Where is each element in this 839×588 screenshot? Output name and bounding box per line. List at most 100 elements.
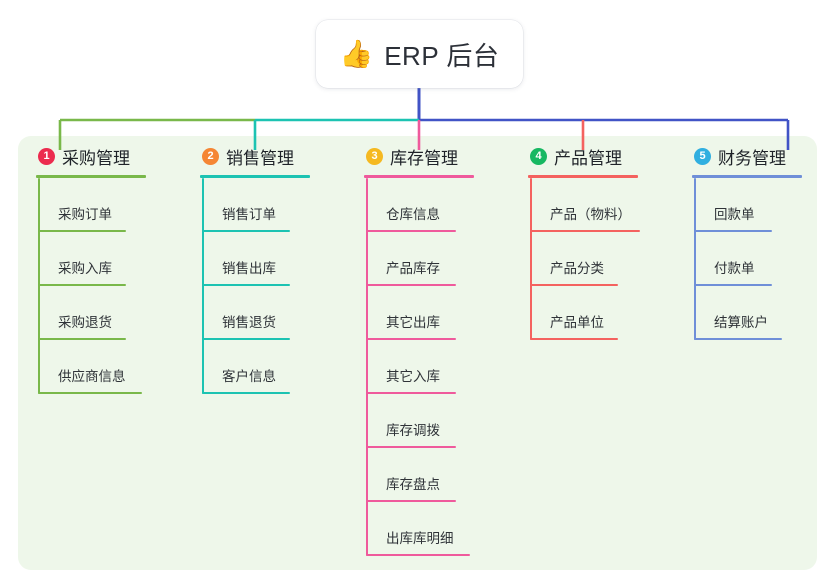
leaf-label: 采购订单 xyxy=(58,207,112,222)
leaf-node[interactable]: 销售出库 xyxy=(202,232,352,286)
branch-column-4: 4 产品管理产品（物料） 产品分类产品单位 xyxy=(528,143,680,340)
branch-spine xyxy=(694,178,696,340)
leaf-node[interactable]: 采购入库 xyxy=(38,232,188,286)
leaf-rule xyxy=(366,392,456,394)
branch-leaf-list: 仓库信息产品库存其它出库其它入库库存调拨库存盘点出库库明细 xyxy=(366,178,516,556)
branch-badge-icon: 2 xyxy=(202,147,219,165)
leaf-label: 出库库明细 xyxy=(386,531,454,546)
leaf-node[interactable]: 其它出库 xyxy=(366,286,516,340)
branch-column-5: 5 财务管理回款单付款单结算账户 xyxy=(692,143,839,340)
leaf-node[interactable]: 库存盘点 xyxy=(366,448,516,502)
leaf-rule xyxy=(530,338,618,340)
branch-header-4[interactable]: 4 产品管理 xyxy=(528,143,680,169)
leaf-node[interactable]: 回款单 xyxy=(694,178,839,232)
branch-header-rule xyxy=(692,175,802,178)
branch-column-2: 2 销售管理销售订单销售出库销售退货客户信息 xyxy=(200,143,352,394)
branch-leaf-list: 采购订单采购入库采购退货供应商信息 xyxy=(38,178,188,394)
leaf-rule xyxy=(202,338,290,340)
leaf-label: 付款单 xyxy=(714,261,755,276)
leaf-label: 其它出库 xyxy=(386,315,440,330)
branch-header-2[interactable]: 2 销售管理 xyxy=(200,143,352,169)
leaf-node[interactable]: 销售订单 xyxy=(202,178,352,232)
leaf-node[interactable]: 产品库存 xyxy=(366,232,516,286)
leaf-label: 销售退货 xyxy=(222,315,276,330)
leaf-rule xyxy=(366,500,456,502)
leaf-rule xyxy=(530,230,640,232)
branch-header-rule xyxy=(364,175,474,178)
leaf-label: 客户信息 xyxy=(222,369,276,384)
leaf-label: 其它入库 xyxy=(386,369,440,384)
leaf-rule xyxy=(38,338,126,340)
leaf-rule xyxy=(202,392,290,394)
branch-title: 产品管理 xyxy=(554,148,622,168)
branch-spine xyxy=(38,178,40,394)
leaf-label: 采购入库 xyxy=(58,261,112,276)
leaf-label: 库存调拨 xyxy=(386,423,440,438)
leaf-label: 库存盘点 xyxy=(386,477,440,492)
leaf-node[interactable]: 客户信息 xyxy=(202,340,352,394)
leaf-node[interactable]: 出库库明细 xyxy=(366,502,516,556)
leaf-rule xyxy=(38,284,126,286)
leaf-rule xyxy=(530,284,618,286)
leaf-label: 产品单位 xyxy=(550,315,604,330)
leaf-node[interactable]: 产品单位 xyxy=(530,286,680,340)
leaf-node[interactable]: 销售退货 xyxy=(202,286,352,340)
branch-badge-icon: 1 xyxy=(38,147,55,165)
leaf-label: 回款单 xyxy=(714,207,755,222)
branch-spine xyxy=(366,178,368,556)
leaf-rule xyxy=(366,554,470,556)
branch-badge-icon: 4 xyxy=(530,147,547,165)
leaf-node[interactable]: 产品（物料） xyxy=(530,178,680,232)
leaf-rule xyxy=(202,284,290,286)
leaf-label: 销售出库 xyxy=(222,261,276,276)
branch-header-3[interactable]: 3 库存管理 xyxy=(364,143,516,169)
leaf-rule xyxy=(38,230,126,232)
leaf-node[interactable]: 其它入库 xyxy=(366,340,516,394)
content-panel xyxy=(18,136,817,570)
branch-title: 财务管理 xyxy=(718,148,786,168)
branch-header-5[interactable]: 5 财务管理 xyxy=(692,143,839,169)
leaf-node[interactable]: 采购退货 xyxy=(38,286,188,340)
leaf-rule xyxy=(694,284,772,286)
branch-header-1[interactable]: 1 采购管理 xyxy=(36,143,188,169)
leaf-label: 供应商信息 xyxy=(58,369,126,384)
leaf-node[interactable]: 结算账户 xyxy=(694,286,839,340)
leaf-node[interactable]: 库存调拨 xyxy=(366,394,516,448)
leaf-rule xyxy=(202,230,290,232)
leaf-rule xyxy=(694,338,782,340)
branch-title: 销售管理 xyxy=(226,148,294,168)
thumbs-up-icon: 👍 xyxy=(339,38,374,69)
branch-header-rule xyxy=(36,175,146,178)
leaf-node[interactable]: 采购订单 xyxy=(38,178,188,232)
leaf-rule xyxy=(366,446,456,448)
branch-title: 库存管理 xyxy=(390,148,458,168)
branch-header-rule xyxy=(200,175,310,178)
branch-spine xyxy=(202,178,204,394)
branch-spine xyxy=(530,178,532,340)
branch-header-rule xyxy=(528,175,638,178)
branch-badge-icon: 5 xyxy=(694,147,711,165)
leaf-label: 产品分类 xyxy=(550,261,604,276)
leaf-label: 销售订单 xyxy=(222,207,276,222)
branch-leaf-list: 产品（物料） 产品分类产品单位 xyxy=(530,178,680,340)
leaf-node[interactable]: 付款单 xyxy=(694,232,839,286)
leaf-rule xyxy=(694,230,772,232)
leaf-node[interactable]: 仓库信息 xyxy=(366,178,516,232)
leaf-label: 仓库信息 xyxy=(386,207,440,222)
branch-leaf-list: 销售订单销售出库销售退货客户信息 xyxy=(202,178,352,394)
branch-title: 采购管理 xyxy=(62,148,130,168)
root-node[interactable]: 👍 ERP 后台 xyxy=(316,20,523,88)
leaf-node[interactable]: 供应商信息 xyxy=(38,340,188,394)
leaf-rule xyxy=(38,392,142,394)
branch-leaf-list: 回款单付款单结算账户 xyxy=(694,178,839,340)
root-title: ERP 后台 xyxy=(384,40,500,71)
leaf-rule xyxy=(366,338,456,340)
leaf-label: 产品（物料） xyxy=(550,207,631,222)
leaf-rule xyxy=(366,284,456,286)
branch-column-3: 3 库存管理仓库信息产品库存其它出库其它入库库存调拨库存盘点出库库明细 xyxy=(364,143,516,556)
leaf-node[interactable]: 产品分类 xyxy=(530,232,680,286)
leaf-label: 采购退货 xyxy=(58,315,112,330)
branch-column-1: 1 采购管理采购订单采购入库采购退货供应商信息 xyxy=(36,143,188,394)
branch-badge-icon: 3 xyxy=(366,147,383,165)
